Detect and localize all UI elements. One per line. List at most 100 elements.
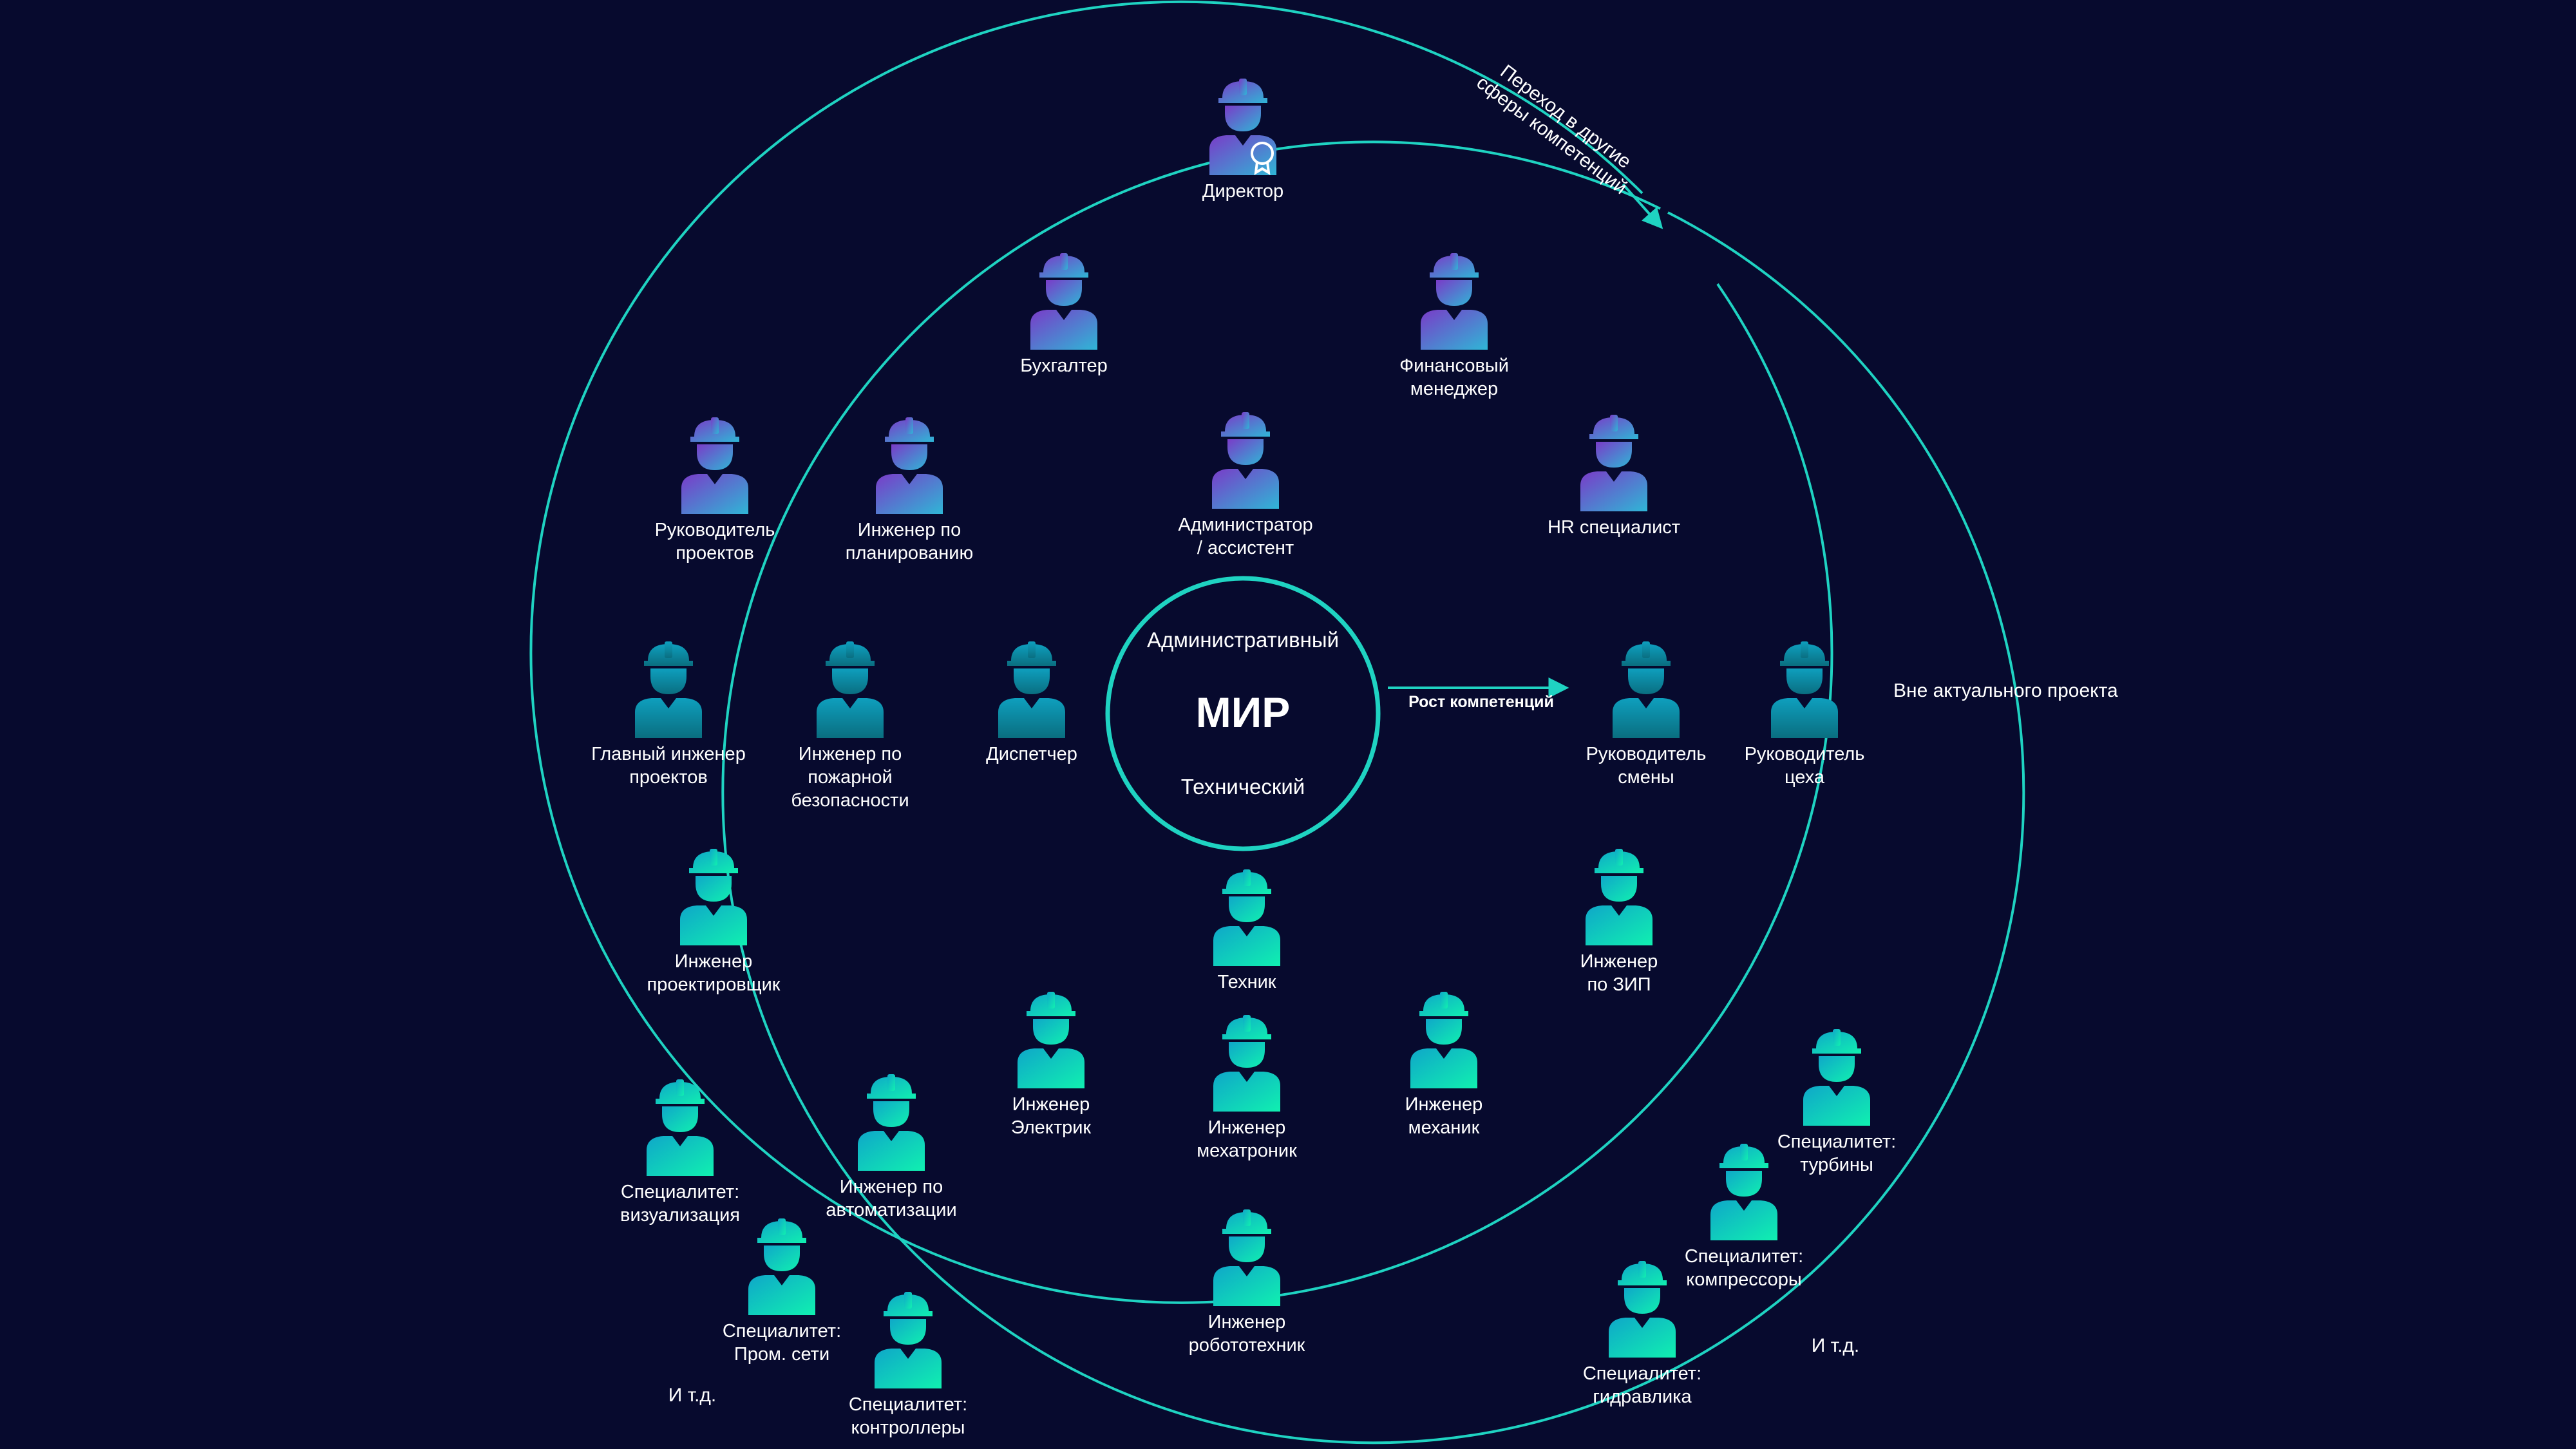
body-shape: [1803, 1086, 1870, 1126]
worker-icon: [858, 1074, 925, 1171]
role-label: Специалитет: гидравлика: [1582, 1363, 1702, 1407]
award-badge-icon: [1251, 142, 1274, 165]
head-shape: [1229, 1236, 1265, 1262]
helmet-ridge: [1243, 869, 1251, 886]
role-label: Директор: [1202, 181, 1284, 202]
worker-icon: [998, 641, 1065, 738]
worker-icon: [1030, 253, 1097, 350]
helmet-ridge: [1243, 1015, 1251, 1032]
body-shape: [635, 698, 702, 738]
head-shape: [1033, 1019, 1069, 1045]
helmet-ridge: [778, 1218, 786, 1235]
head-shape: [832, 668, 868, 694]
helmet-ridge: [905, 417, 913, 434]
head-shape: [1596, 442, 1632, 468]
growth-arrow-label: Рост компетенций: [1408, 693, 1554, 711]
body-shape: [647, 1136, 714, 1176]
helmet-ridge: [846, 641, 854, 658]
body-shape: [1421, 310, 1488, 350]
center-tech-label: Технический: [1180, 775, 1305, 799]
head-shape: [1229, 1042, 1265, 1068]
body-shape: [1209, 135, 1276, 175]
head-shape: [1601, 876, 1637, 902]
role-label: Специалитет: турбины: [1777, 1132, 1897, 1175]
worker-icon: [1212, 412, 1279, 509]
role-label: Специалитет: контроллеры: [848, 1394, 968, 1438]
helmet-ridge: [1047, 992, 1055, 1009]
worker-icon: [1213, 869, 1280, 966]
head-shape: [662, 1106, 698, 1132]
head-shape: [873, 1101, 909, 1127]
role-label: Диспетчер: [986, 744, 1077, 764]
helmet-ridge: [665, 641, 672, 658]
helmet-ridge: [904, 1292, 912, 1309]
role-label: Бухгалтер: [1020, 355, 1108, 376]
etc-left-label: И т.д.: [668, 1385, 717, 1406]
head-shape: [1628, 668, 1664, 694]
helmet-ridge: [1028, 641, 1036, 658]
role-label: Инженер по автоматизации: [826, 1177, 957, 1220]
head-shape: [1786, 668, 1823, 694]
body-shape: [1609, 1318, 1676, 1358]
head-shape: [1624, 1288, 1660, 1314]
worker-icon: [1213, 1209, 1280, 1306]
head-shape: [1229, 896, 1265, 922]
role-label: Инженер по пожарной безопасности: [791, 744, 909, 811]
body-shape: [1586, 905, 1653, 945]
worker-icon: [680, 849, 747, 945]
center-main-label: МИР: [1195, 688, 1291, 736]
helmet-ridge: [1833, 1029, 1841, 1046]
worker-icon: [1209, 79, 1276, 175]
head-shape: [891, 444, 927, 470]
helmet-ridge: [887, 1074, 895, 1091]
helmet-ridge: [1450, 253, 1458, 270]
role-label: Главный инженер проектов: [591, 744, 746, 788]
role-label: Руководитель проектов: [654, 520, 775, 564]
head-shape: [1436, 280, 1472, 306]
helmet-ridge: [1440, 992, 1448, 1009]
body-shape: [1213, 1266, 1280, 1306]
etc-right-label: И т.д.: [1811, 1335, 1860, 1356]
head-shape: [1225, 106, 1261, 131]
body-shape: [1771, 698, 1838, 738]
worker-icon: [681, 417, 748, 514]
outer-ring: [721, 140, 2025, 1444]
helmet-ridge: [676, 1079, 684, 1096]
head-shape: [1227, 439, 1264, 465]
head-shape: [890, 1319, 926, 1345]
role-label: Администратор / ассистент: [1178, 515, 1313, 558]
role-label: Финансовый менеджер: [1399, 355, 1509, 399]
role-label: Специалитет: визуализация: [620, 1182, 740, 1226]
body-shape: [876, 474, 943, 514]
people-layer: [635, 79, 1870, 1388]
head-shape: [1046, 280, 1082, 306]
body-shape: [748, 1275, 815, 1315]
helmet-ridge: [1642, 641, 1650, 658]
worker-icon: [875, 1292, 942, 1388]
body-shape: [1212, 469, 1279, 509]
center-circle: [1105, 576, 1381, 851]
body-shape: [681, 474, 748, 514]
transition-arrow: [1622, 183, 1663, 229]
worker-icon: [1613, 641, 1680, 738]
role-label: Специалитет: компрессоры: [1684, 1246, 1804, 1290]
helmet-ridge: [1610, 415, 1618, 431]
role-label: Техник: [1217, 972, 1276, 992]
body-shape: [1613, 698, 1680, 738]
worker-icon: [1018, 992, 1084, 1088]
role-label: Инженер по ЗИП: [1580, 951, 1658, 995]
center-admin-label: Административный: [1146, 628, 1340, 652]
worker-icon: [1421, 253, 1488, 350]
helmet-ridge: [1615, 849, 1623, 866]
role-label: Инженер механик: [1405, 1094, 1483, 1138]
award-ribbon: [1254, 162, 1271, 175]
role-label: Инженер проектировщик: [647, 951, 781, 995]
worker-icon: [1586, 849, 1653, 945]
body-shape: [1018, 1048, 1084, 1088]
body-shape: [1410, 1048, 1477, 1088]
worker-icon: [748, 1218, 815, 1315]
helmet-ridge: [1060, 253, 1068, 270]
body-shape: [998, 698, 1065, 738]
